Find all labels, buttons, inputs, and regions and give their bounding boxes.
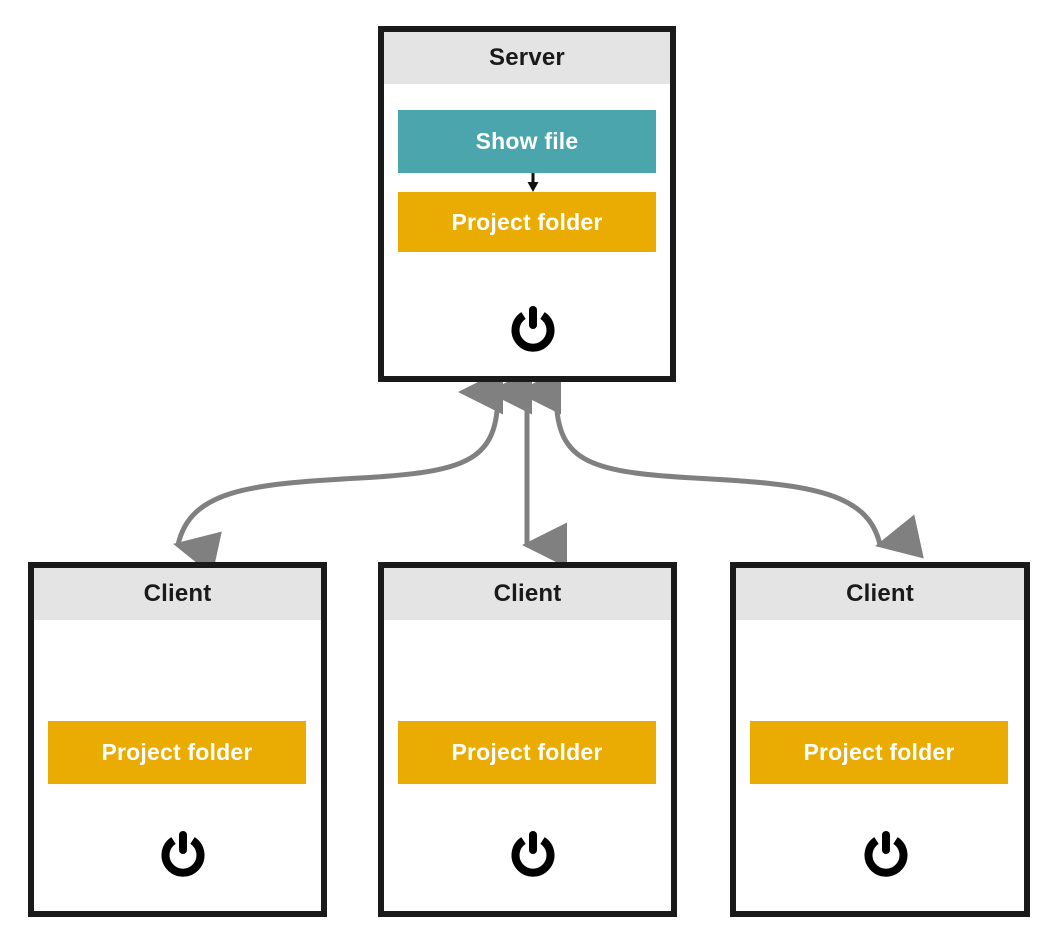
server-show-file-label: Show file [475,128,579,154]
connector-server-to-client-3 [516,369,924,559]
server-project-folder-block[interactable]: Project folder [398,192,656,252]
server-box[interactable]: Server Show file Project folder [378,26,676,382]
server-show-file-block[interactable]: Show file [398,110,656,173]
client-2-project-folder-block[interactable]: Project folder [398,721,656,784]
client-1-header: Client [34,568,321,620]
client-1-body: Project folder [34,620,321,911]
client-2-project-folder-label: Project folder [451,739,603,765]
server-header: Server [384,32,670,84]
client-2-header: Client [384,568,671,620]
client-3-project-folder-label: Project folder [803,739,955,765]
connector-server-to-client-1 [173,369,504,576]
power-icon[interactable] [510,829,556,879]
client-box-1[interactable]: Client Project folder [28,562,327,917]
server-project-folder-label: Project folder [451,208,603,235]
power-icon[interactable] [863,829,909,879]
client-1-project-folder-block[interactable]: Project folder [48,721,306,784]
client-3-header: Client [736,568,1024,620]
client-3-project-folder-block[interactable]: Project folder [750,721,1008,784]
client-2-body: Project folder [384,620,671,911]
client-1-project-folder-label: Project folder [101,739,253,765]
server-header-label: Server [489,44,565,71]
client-box-2[interactable]: Client Project folder [378,562,677,917]
arrow-down-icon [527,173,539,192]
power-icon[interactable] [160,829,206,879]
power-icon[interactable] [510,304,556,354]
client-3-body: Project folder [736,620,1024,911]
client-box-3[interactable]: Client Project folder [730,562,1030,917]
client-1-header-label: Client [143,580,212,607]
server-body: Show file Project folder [384,84,670,376]
client-2-header-label: Client [493,580,562,607]
client-3-header-label: Client [846,580,914,607]
